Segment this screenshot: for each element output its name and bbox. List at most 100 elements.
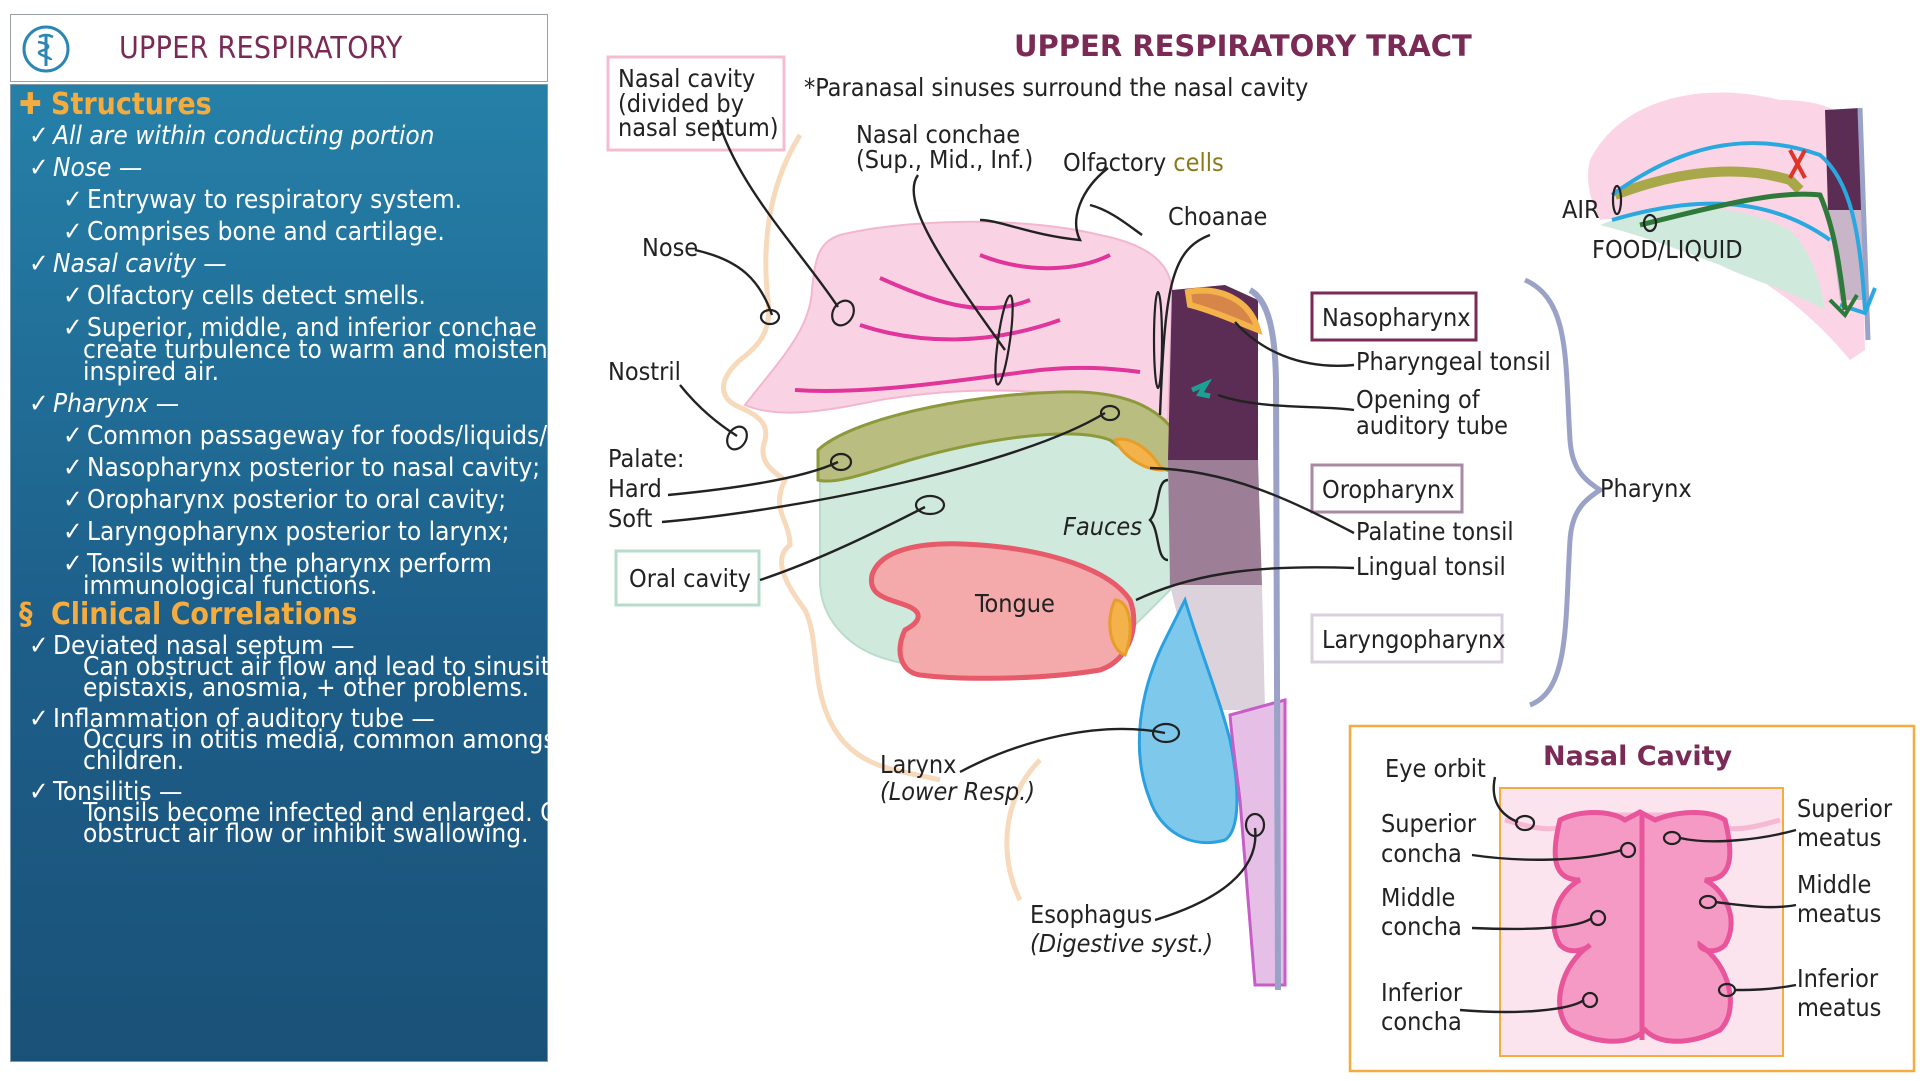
- check-icon: ✓: [63, 421, 83, 451]
- palatine-tonsil: [1112, 437, 1165, 472]
- bullet-text: Olfactory cells detect smells.: [87, 281, 426, 311]
- nasopharynx-region: [1168, 285, 1258, 460]
- bullet-item: inspired air.: [83, 357, 219, 387]
- label-pharyngeal-tonsil: Pharyngeal tonsil: [1356, 347, 1551, 376]
- label-tongue: Tongue: [974, 589, 1055, 618]
- nasal-cavity-inset: Nasal Cavity Eye orbit Superior concha M…: [1348, 724, 1916, 1073]
- label-inferior-meatus-2: meatus: [1797, 993, 1881, 1022]
- label-superior-concha-2: concha: [1381, 839, 1462, 868]
- panel-body: ✚Structures ✓All are within conducting p…: [10, 84, 586, 1062]
- bullet-item: ✓Nose —: [29, 153, 142, 183]
- auditory-tube-opening: [1191, 378, 1213, 399]
- label-esophagus-2: (Digestive syst.): [1030, 929, 1213, 958]
- bullet-item: ✓All are within conducting portion: [29, 121, 434, 151]
- bullet-text: inspired air.: [83, 357, 220, 387]
- esophagus-region: [1228, 698, 1287, 987]
- bullet-item: ✓Common passageway for foods/liquids/air…: [63, 421, 583, 451]
- label-larynx-2: (Lower Resp.): [880, 777, 1035, 806]
- caduceus-icon: [22, 25, 70, 73]
- bullet-text: Inflammation of auditory tube —: [53, 704, 435, 734]
- bullet-text: create turbulence to warm and moisten: [83, 335, 548, 365]
- bullet-text: Laryngopharynx posterior to larynx;: [87, 517, 510, 547]
- bullet-item: epistaxis, anosmia, + other problems.: [83, 673, 529, 703]
- bullet-text: Occurs in otitis media, common amongst: [83, 725, 565, 755]
- label-air: AIR: [1562, 195, 1600, 224]
- label-superior-meatus: Superior: [1797, 794, 1893, 823]
- larynx-region: [1137, 595, 1239, 845]
- label-hard-palate: Hard: [608, 474, 662, 503]
- inferior-concha-line: [794, 365, 1141, 393]
- bullet-item: ✓Nasopharynx posterior to nasal cavity;: [63, 453, 540, 483]
- bullet-item: obstruct air flow or inhibit swallowing.: [83, 819, 529, 849]
- label-pharynx: Pharynx: [1600, 474, 1692, 503]
- inset-leaders: [1459, 776, 1797, 1014]
- leader-lines: [661, 119, 1355, 922]
- bullet-text: Oropharynx posterior to oral cavity;: [87, 485, 507, 515]
- inset-block-mark: [1788, 149, 1807, 179]
- label-choanae: Choanae: [1168, 202, 1267, 231]
- neck-outline: [1004, 758, 1042, 902]
- label-inferior-meatus: Inferior: [1797, 964, 1879, 993]
- bullet-item: ✓Entryway to respiratory system.: [63, 185, 462, 215]
- check-icon: ✓: [63, 517, 83, 547]
- diagram-title: UPPER RESPIRATORY TRACT: [1014, 29, 1472, 63]
- check-icon: ✓: [29, 777, 49, 807]
- oropharynx-region: [1168, 460, 1262, 585]
- label-inferior-concha: Inferior: [1381, 978, 1463, 1007]
- clinical-heading: §Clinical Correlations: [19, 597, 358, 632]
- panel-title: UPPER RESPIRATORY: [119, 31, 403, 66]
- plus-icon: ✚: [19, 87, 42, 122]
- bullet-item: ✓Oropharynx posterior to oral cavity;: [63, 485, 506, 515]
- check-icon: ✓: [29, 249, 49, 279]
- label-nasal-cavity-3: nasal septum): [618, 113, 779, 142]
- bullet-item: Tonsils become infected and enlarged. Ca…: [83, 798, 586, 828]
- bullet-text: Tonsils within the pharynx perform: [87, 549, 492, 579]
- box-nasopharynx: [1310, 291, 1478, 342]
- pointer-rings: [726, 290, 1266, 838]
- label-laryngopharynx: Laryngopharynx: [1322, 625, 1506, 654]
- check-icon: ✓: [63, 453, 83, 483]
- label-fauces: Fauces: [1063, 512, 1142, 541]
- label-food-liquid: FOOD/LIQUID: [1592, 235, 1743, 264]
- posterior-wall: [1248, 287, 1281, 991]
- label-middle-concha-2: concha: [1381, 912, 1462, 941]
- check-icon: ✓: [63, 217, 83, 247]
- inset-oral-area: [1600, 206, 1825, 310]
- airway-inset: AIR FOOD/LIQUID: [1562, 92, 1877, 360]
- check-icon: ✓: [29, 389, 49, 419]
- check-icon: ✓: [63, 281, 83, 311]
- label-superior-concha: Superior: [1381, 809, 1477, 838]
- label-nasal-cavity-2: (divided by: [618, 89, 744, 118]
- bullet-item: ✓Comprises bone and cartilage.: [63, 217, 445, 247]
- bullet-text: Nasopharynx posterior to nasal cavity;: [87, 453, 541, 483]
- check-icon: ✓: [29, 704, 49, 734]
- summary-panel: UPPER RESPIRATORY ✚Structures ✓All are w…: [10, 14, 586, 1064]
- label-oropharynx: Oropharynx: [1322, 475, 1455, 504]
- bullet-text: Entryway to respiratory system.: [87, 185, 463, 215]
- bullet-text: Common passageway for foods/liquids/air.: [87, 421, 583, 451]
- bullet-item: create turbulence to warm and moisten: [83, 335, 548, 365]
- bullet-item: ✓Deviated nasal septum —: [29, 631, 355, 661]
- inset-palate: [1613, 166, 1804, 200]
- middle-concha-line: [859, 318, 1061, 342]
- inset-food-path: [1639, 191, 1848, 311]
- label-superior-meatus-2: meatus: [1797, 823, 1881, 852]
- label-larynx: Larynx: [880, 750, 956, 779]
- nasal-cavity-region: [743, 220, 1174, 422]
- label-eye-orbit: Eye orbit: [1385, 754, 1486, 783]
- bullet-text: All are within conducting portion: [53, 121, 435, 151]
- bullet-item: children.: [83, 746, 184, 776]
- check-icon: ✓: [63, 549, 83, 579]
- label-inferior-concha-2: concha: [1381, 1007, 1462, 1036]
- bullet-item: ✓Laryngopharynx posterior to larynx;: [63, 517, 509, 547]
- check-icon: ✓: [29, 631, 49, 661]
- label-esophagus: Esophagus: [1030, 900, 1152, 929]
- bullet-text: Nasal cavity —: [53, 249, 227, 279]
- stethoscope-icon: §: [19, 597, 33, 632]
- label-auditory-tube-2: auditory tube: [1356, 411, 1508, 440]
- panel-header: UPPER RESPIRATORY: [10, 14, 548, 82]
- bullet-text: Nose —: [53, 153, 143, 183]
- pharynx-brace: [1523, 277, 1605, 708]
- bullet-text: Pharynx —: [53, 389, 180, 419]
- bullet-item: ✓Tonsilitis —: [29, 777, 182, 807]
